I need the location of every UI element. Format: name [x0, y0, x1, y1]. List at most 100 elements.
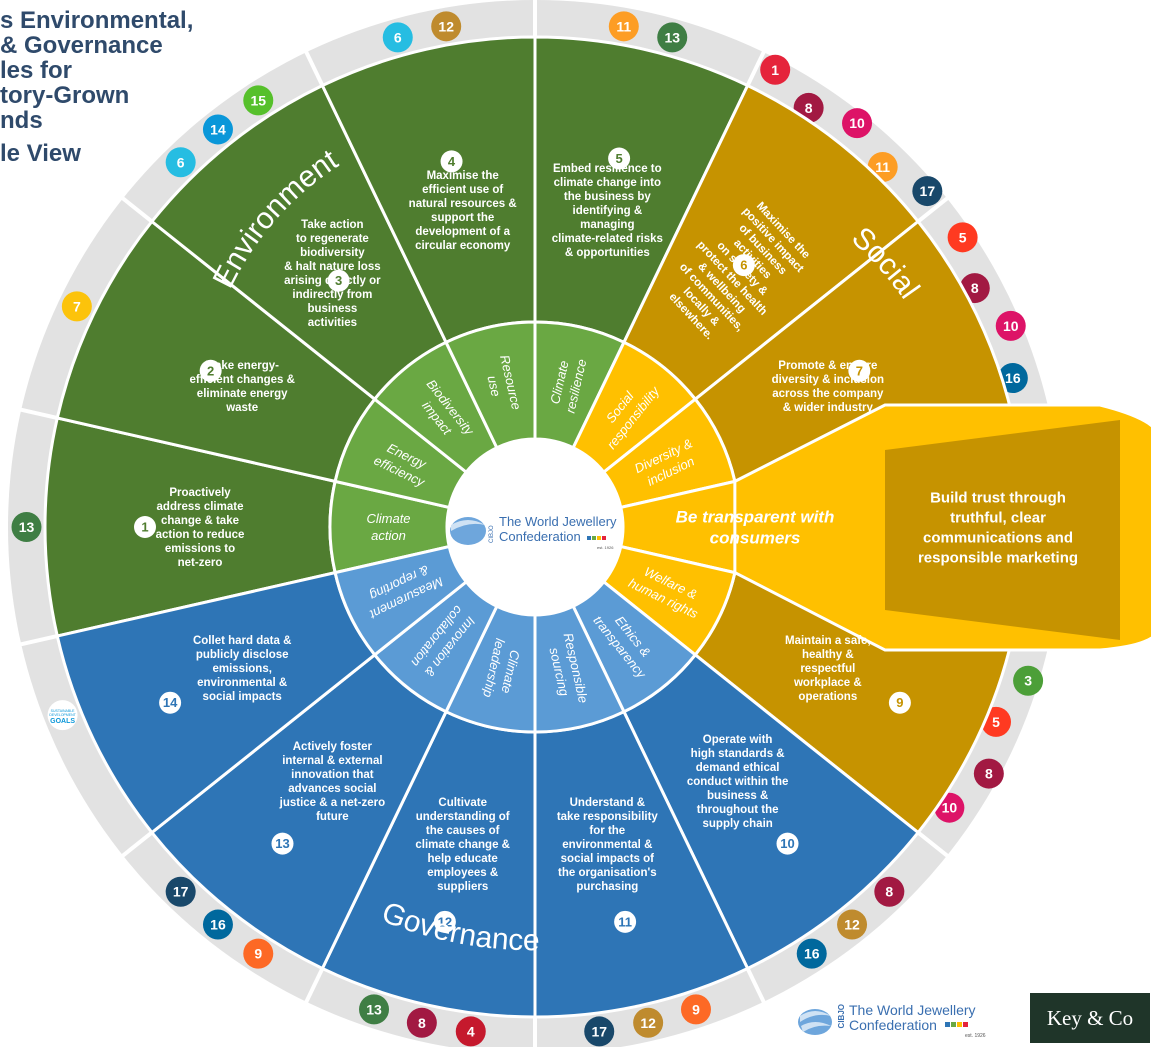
principle-number: 1: [141, 520, 148, 535]
principle-text-line: business: [307, 303, 357, 315]
principle-number-badge: [199, 359, 222, 382]
wjc-est: est. 1926: [965, 1033, 986, 1039]
principle-text-line: efficient use of: [422, 184, 503, 196]
principle-text-line: supply chain: [702, 818, 772, 830]
principle-text-line: social impacts: [203, 691, 282, 703]
principle-text-line: operations: [798, 691, 857, 703]
principle-number-badge: [440, 150, 463, 173]
wjc-name-line2: Confederation: [499, 529, 581, 544]
principle-number: 13: [275, 836, 289, 851]
sdg-number: 10: [1003, 318, 1019, 334]
principle-text-line: innovation that: [291, 769, 374, 781]
theme-label-line: action: [371, 528, 406, 543]
sdg-badge: [837, 909, 868, 940]
principle-number: 3: [335, 273, 342, 288]
principle-text-line: Collet hard data &: [193, 635, 291, 647]
footer-wjc-logo: CIBJO The World Jewellery Confederation …: [797, 1000, 997, 1044]
principle-text-line: throughout the: [697, 804, 779, 816]
principle-text-line: emissions to: [165, 543, 235, 555]
sdg-number: 7: [73, 298, 81, 314]
wjc-name-line1: The World Jewellery: [849, 1002, 976, 1018]
principle-text-line: circular economy: [415, 240, 511, 252]
principle-number: 12: [438, 914, 452, 929]
principle-text-line: responsible marketing: [918, 549, 1078, 566]
principle-number-badge: [732, 254, 755, 277]
principle-text-line: & halt nature loss: [284, 261, 381, 273]
principle-text-line: Take action: [301, 219, 363, 231]
principle-text-line: & wider industry: [783, 402, 874, 414]
sdg-number: 13: [664, 29, 680, 45]
principle-text-line: & opportunities: [565, 247, 650, 259]
principle-text-line: waste: [225, 402, 258, 414]
page-title: s Environmental, & Governance les for to…: [0, 8, 240, 166]
sdg-number: 8: [418, 1015, 426, 1031]
sdg-number: 16: [1005, 370, 1021, 386]
theme-label-line: Climate: [366, 511, 410, 526]
keyco-logo: Key & Co: [1030, 993, 1150, 1043]
principle-number: 7: [856, 363, 863, 378]
sdg-number: 3: [1024, 673, 1032, 689]
sdg-badge: [608, 11, 639, 42]
principle-text: Build trust through truthful, clear commun…: [918, 489, 1078, 566]
sdg-number: 5: [992, 714, 1000, 730]
sdg-badge: [202, 909, 233, 940]
sdg-badge: [243, 85, 274, 116]
wjc-name-line2: Confederation: [849, 1017, 937, 1033]
sdg-number: 13: [19, 519, 35, 535]
principle-text-line: truthful, clear: [950, 509, 1046, 526]
principle-text-line: purchasing: [576, 881, 638, 893]
sdg-badge: [431, 11, 462, 42]
principle-text-line: communications and: [923, 529, 1073, 546]
sdg-badge: [202, 114, 233, 145]
sdg-badge: [947, 222, 978, 253]
sdg-number: 16: [210, 917, 226, 933]
principle-text-line: the organisation's: [558, 867, 657, 879]
sdg-badge: [406, 1007, 437, 1038]
sdg-badge: [455, 1016, 486, 1047]
principle-text-line: demand ethical: [696, 762, 780, 774]
sdg-badge: [359, 994, 390, 1025]
sdg-number: 13: [366, 1001, 382, 1017]
sdg-number: 4: [467, 1023, 475, 1039]
principle-text-line: activities: [308, 317, 357, 329]
principle-number-badge: [159, 691, 182, 714]
sdg-number: 10: [942, 800, 958, 816]
principle-text-line: climate change &: [415, 839, 510, 851]
theme-label-line: Be transparent with: [676, 507, 835, 526]
principle-text: Collet hard data &publicly discloseemiss…: [193, 635, 291, 703]
cibjo-label: CIBJO: [837, 1004, 846, 1029]
sdg-number: 1: [771, 62, 779, 78]
principle-text-line: Cultivate: [438, 797, 487, 809]
principle-text-line: climate-related risks: [552, 233, 663, 245]
sdg-number: 9: [254, 946, 262, 962]
principle-text-line: Build trust through: [930, 489, 1066, 506]
principle-text-line: indirectly from: [292, 289, 372, 301]
principle-text-line: Maintain a safe,: [785, 635, 871, 647]
sdg-badge: [243, 938, 274, 969]
principle-number: 5: [615, 151, 622, 166]
principle-number-badge: [776, 832, 799, 855]
principle-text-line: support the: [431, 212, 494, 224]
sdg-number: 12: [844, 917, 860, 933]
principle-text-line: the causes of: [426, 825, 500, 837]
principle-text-line: high standards &: [691, 748, 785, 760]
sdg-logo-line: SUSTAINABLE: [51, 709, 76, 713]
sdg-badge: [796, 938, 827, 969]
principle-number-badge: [327, 269, 350, 292]
wjc-est: est. 1926: [597, 545, 614, 550]
title-line: tory-Grown: [0, 82, 130, 109]
sdg-logo-line: GOALS: [50, 718, 75, 725]
sdg-number: 6: [394, 29, 402, 45]
sdg-badge: [382, 22, 413, 53]
principle-number: 9: [896, 695, 903, 710]
sdg-badge: [995, 310, 1026, 341]
principle-text-line: advances social: [288, 783, 376, 795]
principle-number: 6: [740, 258, 747, 273]
principle-text-line: environmental &: [562, 839, 652, 851]
principle-text-line: development of a: [415, 226, 510, 238]
sdg-number: 5: [959, 229, 967, 245]
